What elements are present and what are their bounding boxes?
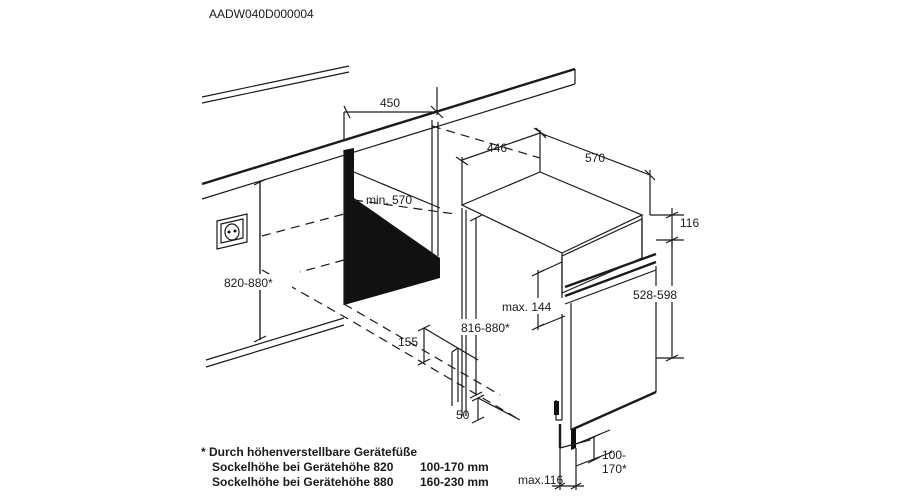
dim-528-598: 528-598 bbox=[632, 240, 690, 362]
label-max-116: max.116 bbox=[518, 473, 563, 487]
label-570: 570 bbox=[585, 151, 605, 165]
label-min-570: min. 570 bbox=[366, 193, 412, 207]
label-450: 450 bbox=[380, 96, 400, 110]
dim-570: 570 bbox=[535, 127, 656, 215]
footnote-line3-label: Sockelhöhe bei Gerätehöhe 880 bbox=[212, 475, 394, 489]
label-816-880: 816-880* bbox=[461, 321, 510, 335]
niche-opening bbox=[343, 120, 440, 305]
dim-155: 155 bbox=[398, 324, 431, 366]
label-100: 100- bbox=[602, 448, 626, 462]
dim-820-880: 820-880* bbox=[222, 178, 292, 343]
dim-450: 450 bbox=[343, 87, 444, 140]
footnote-line3-value: 160-230 mm bbox=[420, 475, 489, 489]
label-528-598: 528-598 bbox=[633, 288, 677, 302]
countertop bbox=[201, 65, 576, 200]
label-50: 50 bbox=[456, 408, 470, 422]
footnote-line2-value: 100-170 mm bbox=[420, 460, 489, 474]
dim-max-116: max.116 bbox=[518, 448, 584, 490]
model-code: AADW040D000004 bbox=[209, 7, 314, 21]
dim-116: 116 bbox=[650, 208, 699, 247]
dishwasher bbox=[460, 171, 657, 450]
dim-min-570: min. 570 bbox=[353, 171, 441, 209]
label-116: 116 bbox=[680, 216, 699, 230]
dim-50: 50 bbox=[456, 394, 521, 424]
dim-100-170: 100- 170* bbox=[575, 429, 627, 476]
dim-816-880: 816-880* bbox=[460, 214, 526, 399]
dim-446: 446 bbox=[455, 127, 547, 205]
label-155: 155 bbox=[398, 335, 418, 349]
footnote-line2-label: Sockelhöhe bei Gerätehöhe 820 bbox=[212, 460, 394, 474]
label-820-880: 820-880* bbox=[224, 276, 273, 290]
wall-socket-icon bbox=[216, 213, 248, 250]
footnote-line1: * Durch höhenverstellbare Gerätefüße bbox=[201, 445, 417, 459]
label-446: 446 bbox=[487, 141, 507, 155]
plinth-panel bbox=[423, 327, 479, 406]
label-max-144: max. 144 bbox=[502, 300, 552, 314]
dim-max-144: max. 144 bbox=[500, 261, 566, 331]
label-170: 170* bbox=[602, 462, 627, 476]
footnote: * Durch höhenverstellbare Gerätefüße Soc… bbox=[201, 445, 489, 489]
